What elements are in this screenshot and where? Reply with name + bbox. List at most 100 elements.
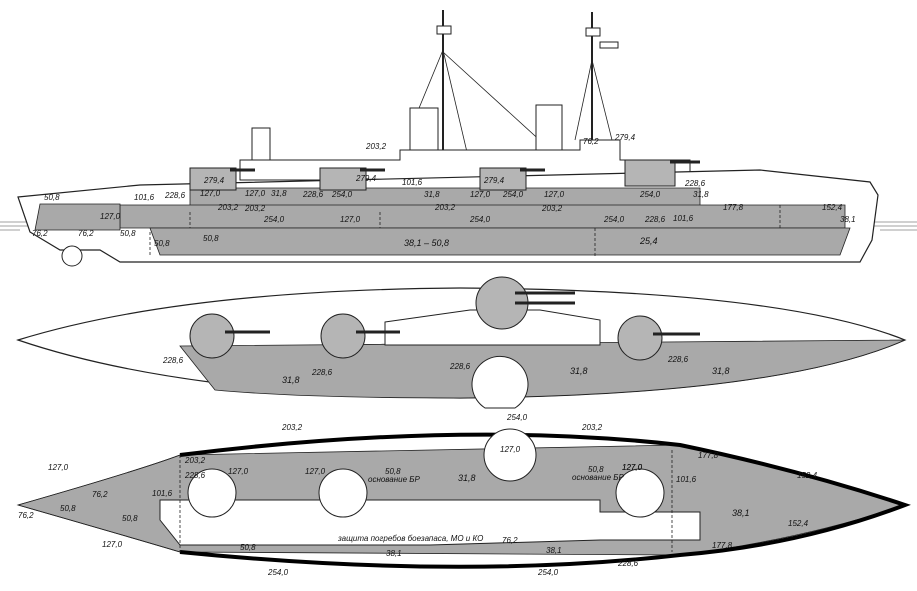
armor-deck-outline xyxy=(179,432,911,569)
label: 31,8 xyxy=(282,375,300,385)
label: 50,8 xyxy=(385,467,401,476)
deck-turret-a xyxy=(189,313,270,359)
label: 38,1 xyxy=(546,546,562,555)
label: 50,8 xyxy=(122,514,138,523)
label: 50,8 xyxy=(203,234,219,243)
label: 127,0 xyxy=(470,190,491,199)
label: 76,2 xyxy=(32,229,48,238)
label: 76,2 xyxy=(78,229,94,238)
label: 76,2 xyxy=(502,536,518,545)
label: 152,4 xyxy=(797,471,818,480)
deck-turret-c xyxy=(475,276,575,330)
label: 152,4 xyxy=(788,519,809,528)
label: 127,0 xyxy=(102,540,123,549)
label: 127,0 xyxy=(500,445,521,454)
funnel-aft xyxy=(535,104,563,154)
label: 127,0 xyxy=(48,463,69,472)
label: 31,8 xyxy=(424,190,440,199)
label: защита погребов боезапаса, МО и КО xyxy=(337,534,483,543)
label: 50,8 xyxy=(44,193,60,202)
deck-barbette xyxy=(471,355,529,409)
label: 228,6 xyxy=(302,190,324,199)
bow-belt xyxy=(34,203,121,231)
label: 254,0 xyxy=(263,215,285,224)
label: 50,8 xyxy=(240,543,256,552)
label: 203,2 xyxy=(434,203,456,212)
label: 38,1 xyxy=(386,549,402,558)
label: 203,2 xyxy=(365,142,387,151)
label: 254,0 xyxy=(639,190,661,199)
label: 127,0 xyxy=(245,189,266,198)
side-profile: 50,8 101,6 228,6 127,0 76,2 76,2 50,8 50… xyxy=(0,10,917,267)
rudder xyxy=(61,245,83,267)
label: 279,4 xyxy=(614,133,636,142)
label: 31,8 xyxy=(271,189,287,198)
label: 228,6 xyxy=(449,362,471,371)
label: 228,6 xyxy=(684,179,706,188)
label: 31,8 xyxy=(693,190,709,199)
label: 76,2 xyxy=(92,490,108,499)
label: 38,1 xyxy=(840,215,856,224)
label: 228,6 xyxy=(164,191,186,200)
label: 203,2 xyxy=(184,456,206,465)
label: 127,0 xyxy=(340,215,361,224)
label: 127,0 xyxy=(100,212,121,221)
label: 228,6 xyxy=(644,215,666,224)
deck-turret-d xyxy=(617,315,700,361)
label: 101,6 xyxy=(134,193,155,202)
label: 254,0 xyxy=(603,215,625,224)
label: 38,1 xyxy=(732,508,750,518)
turret-b xyxy=(319,167,385,191)
label: 254,0 xyxy=(469,215,491,224)
label: 31,8 xyxy=(570,366,588,376)
label: 228,6 xyxy=(162,356,184,365)
label: 50,8 xyxy=(588,465,604,474)
label: 50,8 xyxy=(60,504,76,513)
label: 228,6 xyxy=(667,355,689,364)
deck-plan: 228,6 31,8 228,6 228,6 31,8 228,6 31,8 2… xyxy=(16,276,907,422)
label: 31,8 xyxy=(712,366,730,376)
label: 279,4 xyxy=(355,174,377,183)
label: 177,8 xyxy=(712,541,733,550)
label: 152,4 xyxy=(822,203,843,212)
label: 203,2 xyxy=(217,203,239,212)
label: основание БР xyxy=(368,475,420,484)
label: 127,0 xyxy=(228,467,249,476)
label: 279,4 xyxy=(203,176,225,185)
label: 127,0 xyxy=(622,463,643,472)
label: 228,6 xyxy=(617,559,639,568)
label: 101,6 xyxy=(676,475,697,484)
label: 31,8 xyxy=(458,473,476,483)
label: 279,4 xyxy=(483,176,505,185)
turret-c xyxy=(479,167,545,191)
label: 127,0 xyxy=(200,189,221,198)
label: 228,6 xyxy=(311,368,333,377)
label: 177,8 xyxy=(698,451,719,460)
armor-deck-plan: 203,2 203,2 127,0 203,2 228,6 127,0 127,… xyxy=(16,423,911,577)
waterline xyxy=(0,221,917,231)
label: 101,6 xyxy=(152,489,173,498)
barbette-c xyxy=(483,428,537,482)
label: 101,6 xyxy=(402,178,423,187)
label: 254,0 xyxy=(506,413,528,422)
label: 177,8 xyxy=(723,203,744,212)
label: 25,4 xyxy=(639,236,658,246)
label: 203,2 xyxy=(541,204,563,213)
inner-citadel xyxy=(159,499,701,546)
barbette-b xyxy=(318,468,368,518)
label: 254,0 xyxy=(267,568,289,577)
label: 254,0 xyxy=(502,190,524,199)
turret-a xyxy=(189,167,255,191)
label: 254,0 xyxy=(331,190,353,199)
label: основание БР xyxy=(572,473,624,482)
deck-armor-area xyxy=(179,339,906,399)
belt-dashes xyxy=(149,205,781,256)
label: 254,0 xyxy=(537,568,559,577)
label: 38,1 – 50,8 xyxy=(404,238,449,248)
label: 101,6 xyxy=(673,214,694,223)
label: 127,0 xyxy=(305,467,326,476)
label: 127,0 xyxy=(544,190,565,199)
lower-belt xyxy=(149,227,851,256)
